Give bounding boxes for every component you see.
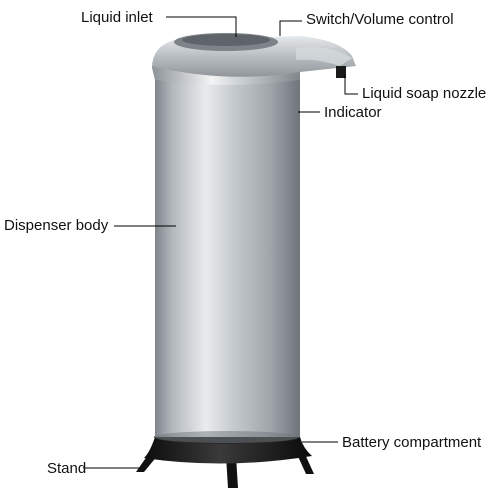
soap-nozzle-shape: [336, 66, 346, 78]
leader-lines: [83, 16, 358, 469]
leader-liquid-inlet: [166, 16, 237, 37]
dispenser-body-shape: [155, 80, 300, 443]
label-battery-compartment: Battery compartment: [342, 434, 482, 451]
label-switch-volume-control: Switch/Volume control: [306, 11, 454, 28]
label-stand: Stand: [47, 460, 87, 477]
label-liquid-soap-nozzle: Liquid soap nozzle: [362, 85, 487, 102]
label-dispenser-body: Dispenser body: [4, 217, 109, 234]
leader-nozzle: [344, 75, 358, 95]
leader-switch: [279, 20, 302, 36]
dispenser-top-cap: [152, 33, 356, 85]
label-liquid-inlet: Liquid inlet: [81, 9, 153, 26]
label-indicator: Indicator: [324, 104, 382, 121]
